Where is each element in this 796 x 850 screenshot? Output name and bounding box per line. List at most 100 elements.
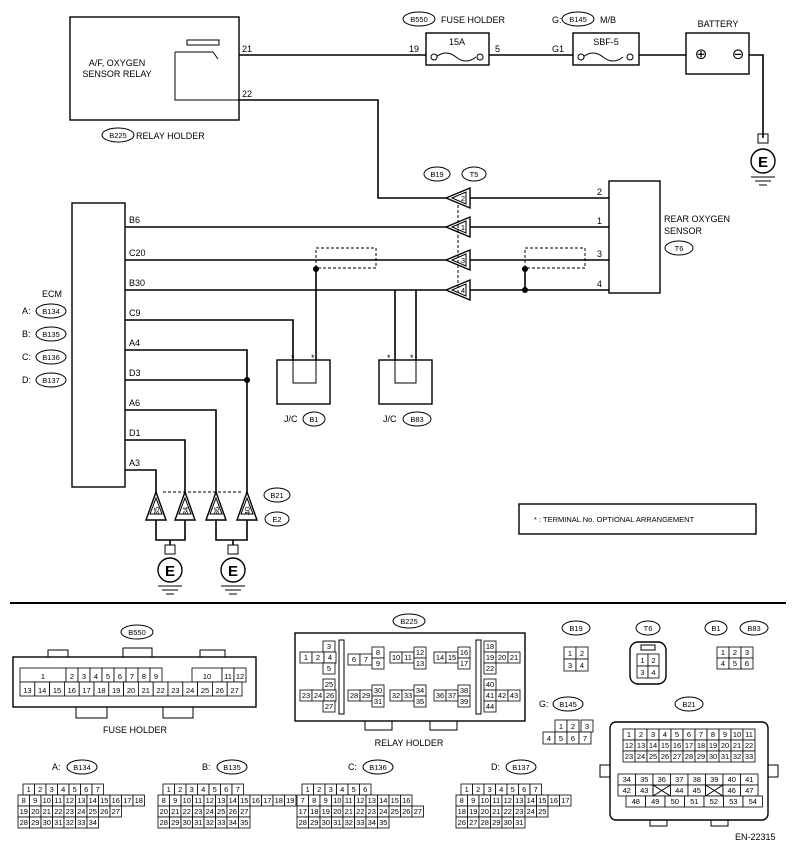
b21-pin: 43 — [640, 786, 648, 795]
ecm-b137-pin: 12 — [504, 796, 512, 805]
ecm-b137-pin: 27 — [469, 818, 477, 827]
mb-fuse: SBF-5 — [593, 37, 619, 47]
ecm-b134-pin: 9 — [33, 796, 37, 805]
b21-pin: 1 — [627, 730, 631, 739]
connector-triangle-inner — [450, 191, 467, 205]
b225-label: RELAY HOLDER — [375, 738, 444, 748]
b550-tag-text: B550 — [410, 15, 428, 24]
ecm-b135-pin: 18 — [275, 796, 283, 805]
b550-pin: 10 — [203, 672, 211, 681]
b225-pin: 2 — [316, 653, 320, 662]
ecm-b136-pin: 9 — [324, 796, 328, 805]
ecm-b135-pin: 2 — [178, 785, 182, 794]
b550-pin: 21 — [142, 686, 150, 695]
b145-pin: 4 — [547, 734, 551, 743]
b19-tag — [423, 166, 451, 182]
b21-pin: 27 — [673, 752, 681, 761]
ecm-b136-pin: 31 — [333, 818, 341, 827]
wire-a4 — [125, 349, 248, 495]
b225-pin: 35 — [416, 697, 424, 706]
relay-contact — [212, 51, 219, 60]
relay-holder-label: RELAY HOLDER — [136, 131, 205, 141]
b21-pin: 42 — [623, 786, 631, 795]
b21-pin: 52 — [710, 797, 718, 806]
ecm-b134-pin: 30 — [43, 818, 51, 827]
battery-ground-e: E — [758, 154, 768, 171]
note-box — [518, 503, 757, 535]
ecm-pin-d3: D3 — [129, 368, 141, 378]
ecm-b135-pin: 24 — [206, 807, 214, 816]
b145-pin: 7 — [583, 734, 587, 743]
shield-right — [524, 247, 586, 269]
b21-tag — [263, 487, 291, 503]
b225-pin: 21 — [510, 653, 518, 662]
b83-cell — [740, 657, 754, 670]
jc-b1-tag — [302, 411, 326, 427]
relay-holder-box — [69, 16, 240, 121]
b225-cell — [322, 662, 336, 675]
b21-tag-text: B21 — [270, 491, 283, 500]
ground-right-e: E — [228, 563, 238, 580]
t6-cell — [647, 665, 660, 679]
connector-number: 2 — [461, 194, 465, 203]
ecm-b136-pin: 4 — [340, 785, 344, 794]
ground-left-e: E — [165, 563, 175, 580]
ecm-b134-cell — [86, 816, 99, 829]
ecm-b136-pin: 29 — [310, 818, 318, 827]
t6-pin: 2 — [651, 656, 655, 665]
b1-bottom-tag-text: B1 — [711, 624, 720, 633]
ecm-b134-pin: 22 — [54, 807, 62, 816]
b145-pin: 2 — [571, 722, 575, 731]
b21-pin: 46 — [728, 786, 736, 795]
b21-pin: 33 — [745, 752, 753, 761]
b225-cell — [322, 700, 336, 713]
wire-battery-ground — [749, 54, 764, 138]
ground-triangle-inner — [149, 496, 163, 515]
ecm-b134-pin: 31 — [54, 818, 62, 827]
b83-pin: 5 — [733, 659, 737, 668]
jc-b83-tag-text: B83 — [410, 415, 423, 424]
b225-pin: 8 — [376, 648, 380, 657]
b21-pin: 36 — [658, 775, 666, 784]
ecm-b137-bottom-tag-text: B137 — [512, 763, 530, 772]
ecm-b137-pin: 11 — [492, 796, 500, 805]
jc-b83-star-b: * — [410, 353, 414, 363]
wire-d1 — [125, 439, 186, 495]
b83-pin: 6 — [745, 659, 749, 668]
b550-pin: 15 — [53, 686, 61, 695]
b225-cell — [413, 657, 427, 670]
ecm-conn-prefix: A: — [22, 306, 31, 316]
b21-pin: 28 — [685, 752, 693, 761]
ecm-b134-pin: 13 — [77, 796, 85, 805]
b225-bottom-tag-text: B225 — [400, 617, 418, 626]
b225-rib-left — [338, 639, 345, 715]
b21-pin: 13 — [637, 741, 645, 750]
ecm-b137-pin: 20 — [481, 807, 489, 816]
b225-pin: 1 — [304, 653, 308, 662]
ecm-b134-cell — [109, 805, 122, 818]
b21-pin: 47 — [745, 786, 753, 795]
ecm-b135-cell — [238, 816, 251, 829]
b550-pin: 20 — [127, 686, 135, 695]
b21-blank-x — [705, 784, 724, 797]
b21-pin: 11 — [745, 730, 753, 739]
ecm-b136-pin: 18 — [310, 807, 318, 816]
ecm-b135-pin: 3 — [190, 785, 194, 794]
ecm-conn-b137-oval — [35, 372, 67, 388]
b145-pin: 3 — [585, 722, 589, 731]
ecm-b137-pin: 17 — [561, 796, 569, 805]
b225-cell — [483, 700, 497, 713]
b21-cell — [742, 795, 763, 808]
b225-pin: 28 — [350, 691, 358, 700]
b225-cell — [413, 695, 427, 708]
b225-pin: 41 — [486, 691, 494, 700]
ecm-b137-pin: 24 — [527, 807, 535, 816]
ecm-b136-pin: 20 — [333, 807, 341, 816]
b550-pin: 24 — [186, 686, 194, 695]
b21-pin: 14 — [649, 741, 657, 750]
b225-cell — [457, 695, 471, 708]
ecm-b137-pin: 10 — [481, 796, 489, 805]
ecm-b135-pin: 16 — [252, 796, 260, 805]
